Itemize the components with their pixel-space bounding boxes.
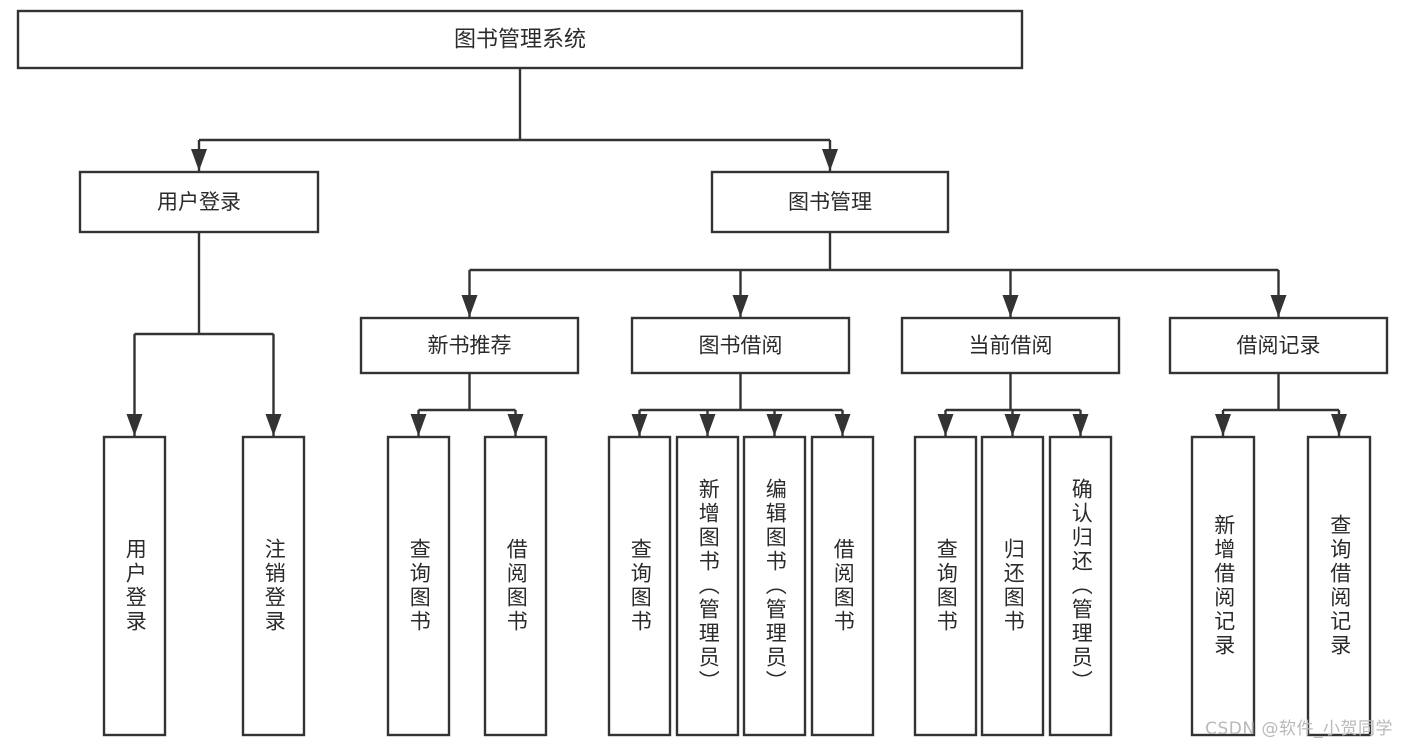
records-arrow-leaf13: [1331, 414, 1347, 436]
leaf-node-leaf9[interactable]: [913, 435, 978, 737]
level2-node-current-label: 当前借阅: [969, 334, 1053, 358]
level1-node-bookmgmt[interactable]: [710, 170, 950, 234]
level2-node-records[interactable]: [1168, 316, 1389, 375]
boxes-layer: [16, 9, 1389, 737]
leaf-node-leaf13[interactable]: [1306, 435, 1372, 737]
leaf-node-leaf6[interactable]: [675, 435, 740, 737]
leaf-node-leaf8[interactable]: [810, 435, 875, 737]
level2-node-newbook-label: 新书推荐: [428, 334, 512, 358]
newbook-arrow-leaf3: [410, 414, 427, 436]
leaf-node-leaf7[interactable]: [742, 435, 807, 737]
leaf-node-leaf1[interactable]: [102, 435, 167, 737]
level2-arrow-records: [1270, 295, 1287, 317]
borrow-arrow-leaf7: [766, 414, 783, 436]
login-arrow-leaf1: [126, 414, 143, 436]
level2-node-borrow[interactable]: [630, 316, 851, 375]
leaf-node-leaf10[interactable]: [980, 435, 1045, 737]
level1-arrow-login: [191, 149, 207, 171]
borrow-arrow-leaf8: [834, 414, 851, 436]
level1-arrow-bookmgmt: [822, 149, 838, 171]
level1-node-bookmgmt-label: 图书管理: [788, 190, 872, 214]
level2-arrow-newbook: [461, 295, 478, 317]
borrow-arrow-leaf5: [631, 414, 648, 436]
level1-node-login[interactable]: [78, 170, 320, 234]
watermark-text: CSDN @软件_小贺同学: [1205, 719, 1393, 739]
level2-node-records-label: 借阅记录: [1237, 334, 1321, 358]
records-arrow-leaf12: [1215, 414, 1231, 436]
current-arrow-leaf10: [1004, 414, 1021, 436]
level2-arrow-borrow: [732, 295, 749, 317]
leaf-node-leaf11[interactable]: [1048, 435, 1113, 737]
root-node-label: 图书管理系统: [454, 28, 586, 53]
leaf-node-leaf12[interactable]: [1190, 435, 1256, 737]
connectors-layer: [126, 68, 1347, 436]
level1-node-login-label: 用户登录: [157, 190, 241, 214]
leaf-node-leaf2[interactable]: [241, 435, 306, 737]
login-arrow-leaf2: [265, 414, 282, 436]
root-node[interactable]: [16, 9, 1024, 70]
leaf-node-leaf4[interactable]: [483, 435, 548, 737]
level2-node-current[interactable]: [900, 316, 1121, 375]
level2-node-newbook[interactable]: [359, 316, 580, 375]
newbook-arrow-leaf4: [507, 414, 524, 436]
current-arrow-leaf9: [937, 414, 954, 436]
leaf-node-leaf3[interactable]: [386, 435, 451, 737]
borrow-arrow-leaf6: [699, 414, 716, 436]
level2-node-borrow-label: 图书借阅: [699, 334, 783, 358]
current-arrow-leaf11: [1072, 414, 1089, 436]
level2-arrow-current: [1002, 295, 1019, 317]
leaf-node-leaf5[interactable]: [607, 435, 672, 737]
